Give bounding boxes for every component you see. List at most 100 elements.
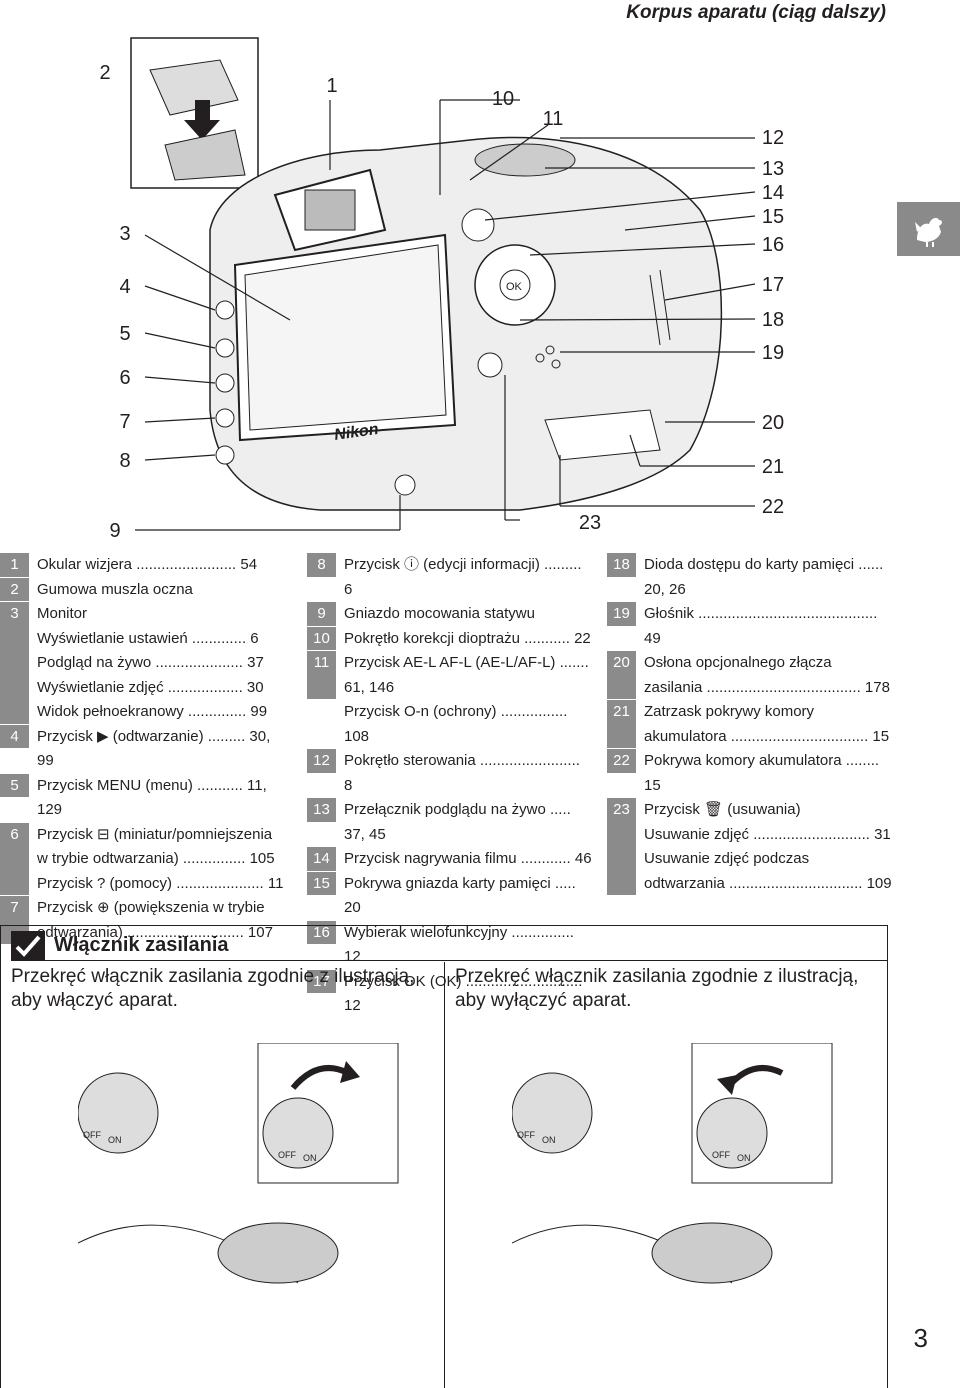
callout-12: 12 — [761, 127, 785, 149]
callout-22: 22 — [761, 496, 785, 518]
legend-number: 3 — [0, 602, 29, 725]
legend-number: 5 — [0, 773, 29, 798]
legend-row: 10 Pokrętło korekcji dioptrażu ..........… — [307, 626, 592, 651]
callout-16: 16 — [761, 234, 785, 256]
callout-13: 13 — [761, 158, 785, 180]
legend-text: Pokrętło sterowania ....................… — [344, 752, 580, 794]
callout-5: 5 — [119, 323, 131, 345]
legend-row: 1 Okular wizjera ........................… — [0, 553, 290, 578]
legend-text: Gumowa muszla oczna — [37, 580, 193, 598]
legend-number: 16 — [307, 920, 336, 945]
tip-column-divider — [444, 962, 445, 1388]
legend-number: 21 — [607, 700, 636, 749]
legend-column-1: 1 Okular wizjera ........................… — [0, 553, 290, 945]
legend-row: 5 Przycisk MENU (menu) ........... 11, 12… — [0, 773, 290, 823]
legend-number: 8 — [307, 553, 336, 578]
check-note-icon — [11, 931, 45, 961]
callout-15: 15 — [761, 206, 785, 228]
legend-row: 13 Przełącznik podglądu na żywo ..... 37,… — [307, 798, 592, 847]
legend-number: 1 — [0, 553, 29, 578]
legend-text: Przełącznik podglądu na żywo ..... 37, 4… — [344, 801, 571, 843]
callout-4: 4 — [119, 276, 131, 298]
legend-text: Przycisk 🗑 (usuwania) Usuwanie zdjęć ...… — [644, 801, 892, 892]
legend-number: 10 — [307, 626, 336, 651]
brand-logo: Nikon — [333, 421, 380, 444]
camera-illustration: Nikon OK — [130, 37, 756, 531]
svg-text:OFF: OFF — [712, 1150, 730, 1160]
callout-14: 14 — [761, 182, 785, 204]
legend-row: 8 Przycisk ⓘ (edycji informacji) ........… — [307, 553, 592, 602]
legend-text: Głośnik ................................… — [644, 605, 878, 647]
legend-number: 15 — [307, 871, 336, 896]
power-switch-tip-box: Włącznik zasilania Przekręć włącznik zas… — [0, 925, 888, 1388]
legend-text: Przycisk AE-L AF-L (AE-L/AF-L) ....... 6… — [344, 654, 589, 745]
legend-row: 22 Pokrywa komory akumulatora ........ 15 — [607, 749, 897, 798]
svg-text:OFF: OFF — [278, 1150, 296, 1160]
legend-text: Przycisk nagrywania filmu ............ 4… — [344, 850, 592, 867]
callout-7: 7 — [119, 411, 131, 433]
legend-number: 11 — [307, 651, 336, 700]
legend-text: Przycisk MENU (menu) ........... 11, 129 — [37, 776, 267, 819]
legend-number: 17 — [307, 969, 336, 994]
legend-column-2: 8 Przycisk ⓘ (edycji informacji) ........… — [307, 553, 592, 1019]
legend-text: Przycisk ▶ (odtwarzanie) ......... 30, 9… — [37, 727, 271, 770]
callout-17: 17 — [761, 274, 785, 296]
legend-row: 12 Pokrętło sterowania ..................… — [307, 749, 592, 798]
legend-text: Pokrywa komory akumulatora ........ 15 — [644, 752, 880, 794]
legend-text: Przycisk ⊕ (powiększenia w trybie odtwar… — [37, 899, 273, 941]
tip-text-on: Przekręć włącznik zasilania zgodnie z il… — [11, 966, 415, 1011]
legend-text: Okular wizjera ........................ … — [37, 556, 258, 573]
callout-10: 10 — [491, 88, 515, 110]
legend-number: 13 — [307, 798, 336, 823]
callout-2: 2 — [99, 62, 111, 84]
tip-text-off: Przekręć włącznik zasilania zgodnie z il… — [455, 966, 859, 1011]
switch-off-illustration: OFF ON OFF ON — [512, 1043, 833, 1284]
legend-number: 4 — [0, 724, 29, 749]
legend-number: 9 — [307, 602, 336, 627]
svg-text:ON: ON — [108, 1135, 122, 1145]
ok-label: OK — [506, 281, 523, 293]
legend-text: Dioda dostępu do karty pamięci ...... 20… — [644, 556, 884, 598]
callout-20: 20 — [761, 412, 785, 434]
callout-8: 8 — [119, 450, 131, 472]
legend-number: 19 — [607, 602, 636, 627]
legend-row: 4 Przycisk ▶ (odtwarzanie) ......... 30, … — [0, 724, 290, 774]
switch-on-illustration: OFF ON OFF ON — [78, 1043, 399, 1284]
callout-21: 21 — [761, 456, 785, 478]
legend-text: Przycisk OK (OK) .......................… — [344, 972, 583, 1015]
legend-text: Pokrętło korekcji dioptrażu ........... … — [344, 629, 591, 647]
legend-text: Monitor Wyświetlanie ustawień ..........… — [37, 605, 268, 720]
legend-number: 20 — [607, 651, 636, 700]
callout-18: 18 — [761, 309, 785, 331]
callout-23: 23 — [578, 512, 602, 534]
callout-11: 11 — [542, 108, 564, 130]
svg-text:ON: ON — [737, 1153, 751, 1163]
svg-text:ON: ON — [303, 1153, 317, 1163]
tip-title: Włącznik zasilania — [54, 934, 229, 956]
callout-19: 19 — [761, 342, 785, 364]
legend-text: Przycisk ⊟ (miniatur/pomniejszenia w try… — [37, 825, 284, 892]
callout-6: 6 — [119, 367, 131, 389]
legend-row: 17 Przycisk OK (OK) .....................… — [307, 969, 592, 1019]
tip-divider — [11, 960, 887, 961]
camera-back-diagram: Nikon OK — [0, 30, 960, 550]
legend-number: 12 — [307, 749, 336, 774]
callout-9: 9 — [109, 520, 121, 542]
legend-number: 22 — [607, 749, 636, 774]
legend-text: Zatrzask pokrywy komory akumulatora ....… — [644, 703, 890, 745]
legend-text: Gniazdo mocowania statywu — [344, 605, 535, 622]
callout-3: 3 — [119, 223, 131, 245]
legend-text: Przycisk ⓘ (edycji informacji) .........… — [344, 556, 582, 598]
legend-number: 23 — [607, 798, 636, 896]
page-header-title: Korpus aparatu (ciąg dalszy) — [626, 2, 886, 23]
